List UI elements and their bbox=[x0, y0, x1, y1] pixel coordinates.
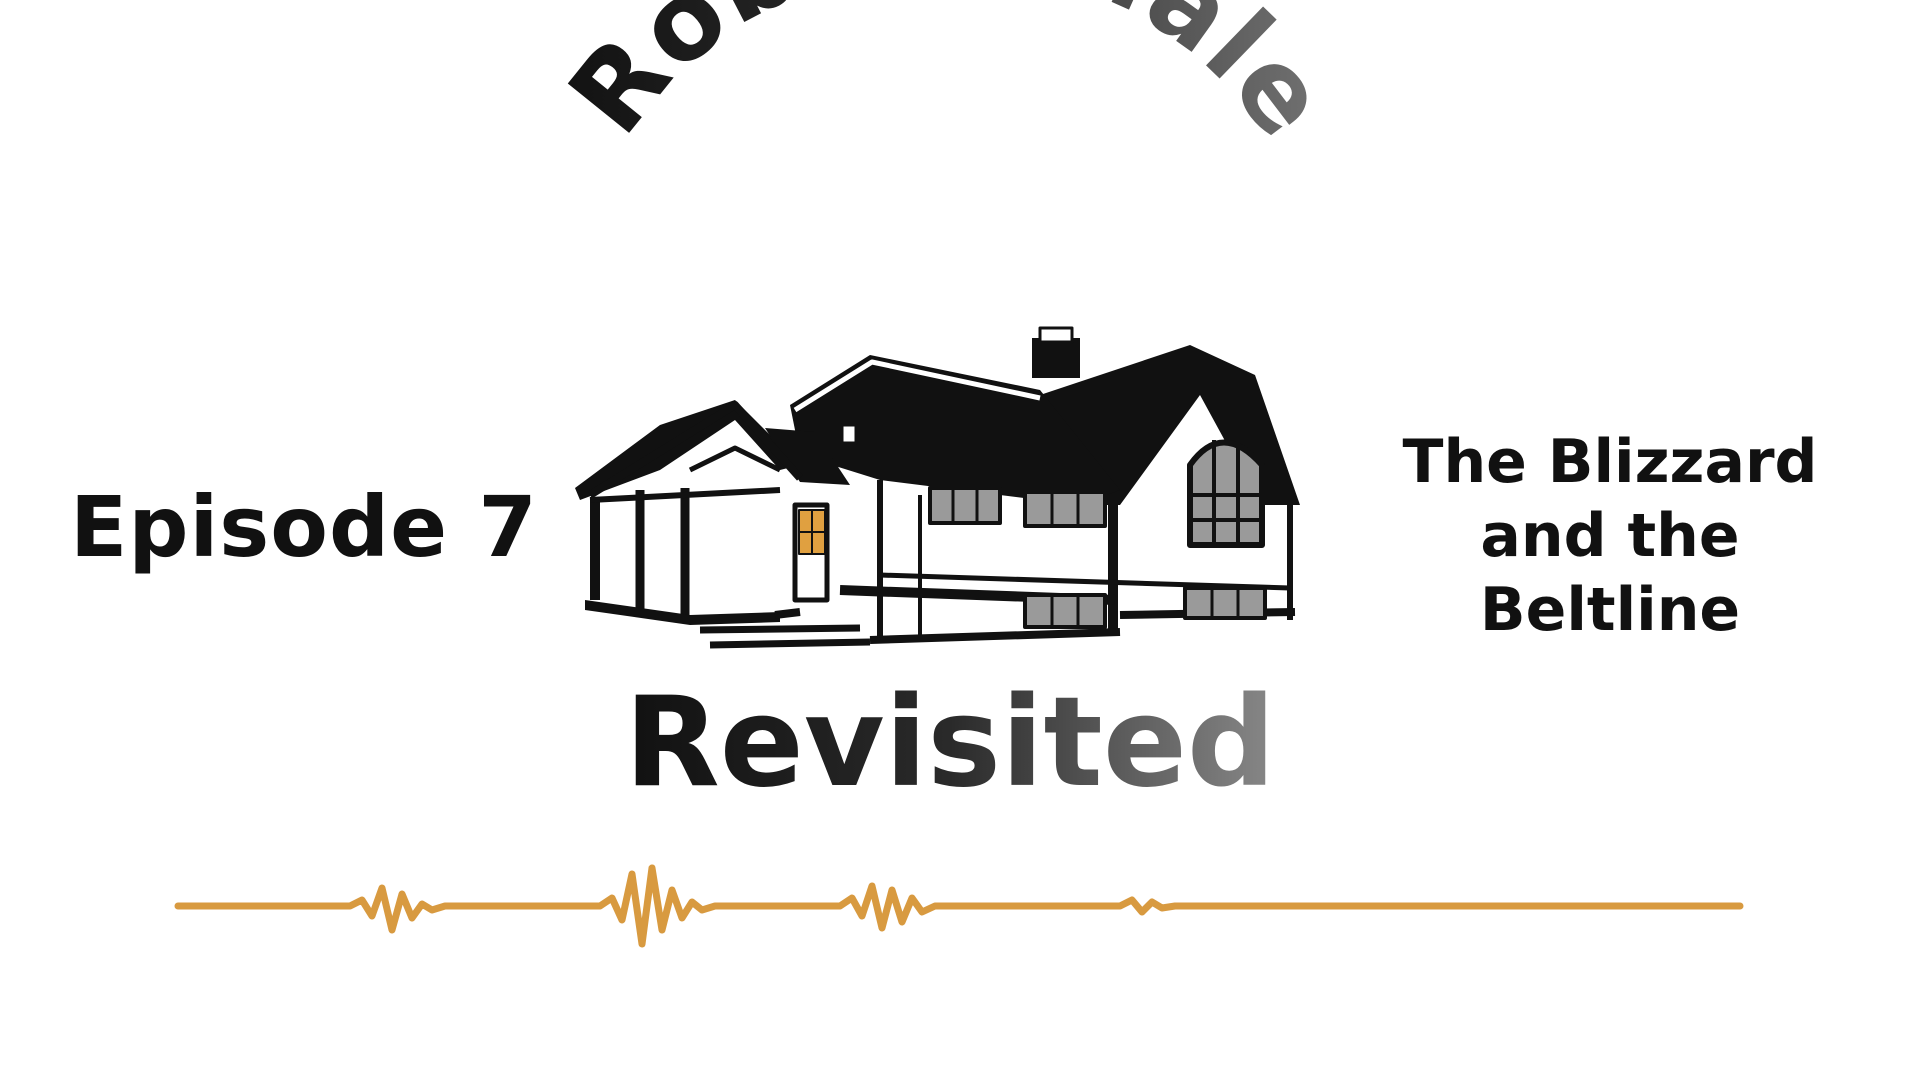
episode-title-line: and the bbox=[1480, 501, 1740, 571]
episode-label: Episode 7 bbox=[70, 478, 538, 576]
show-title-bottom: Revisited bbox=[624, 671, 1275, 815]
episode-title-line: Beltline bbox=[1479, 575, 1741, 645]
show-title-top-text: Robbinsdale bbox=[546, 0, 1351, 161]
house-icon bbox=[575, 326, 1300, 649]
episode-title-line: The Blizzard bbox=[1402, 427, 1818, 497]
episode-title: The Blizzard and the Beltline bbox=[1360, 425, 1860, 647]
show-title-top: Robbinsdale bbox=[546, 0, 1353, 161]
audio-waveform-icon bbox=[174, 864, 1744, 948]
